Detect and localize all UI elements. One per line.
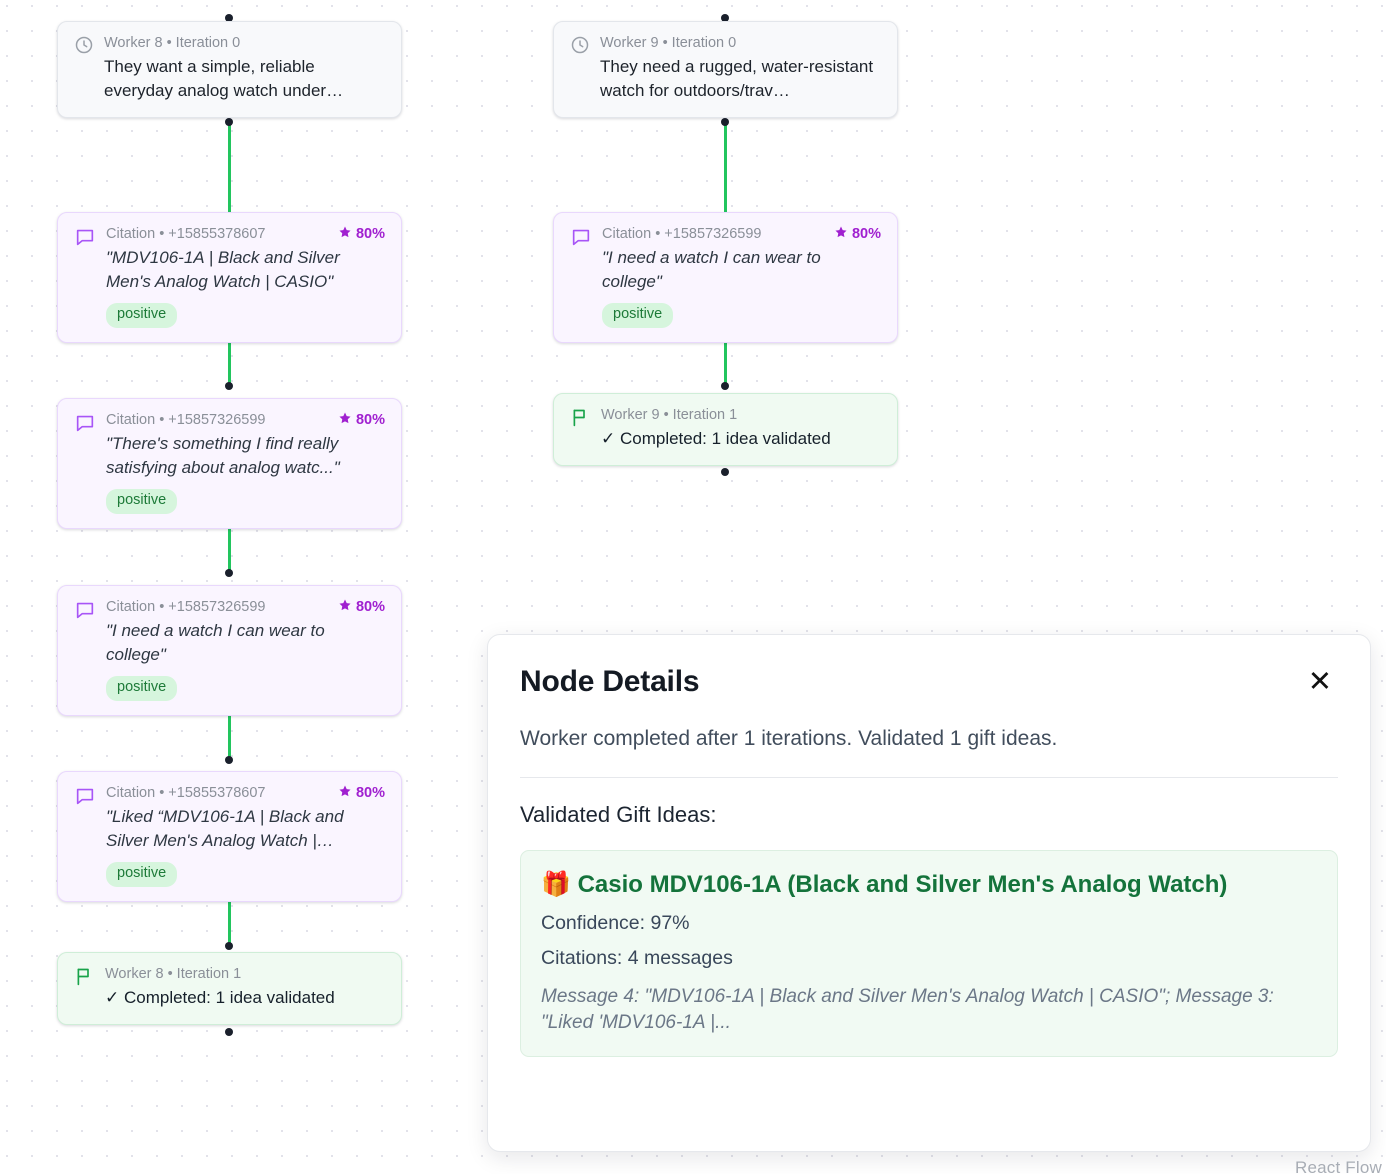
- message-icon: [570, 226, 592, 253]
- node-body: ✓ Completed: 1 idea validated: [105, 988, 335, 1008]
- confidence-badge: 80%: [338, 598, 385, 616]
- sentiment-badge: positive: [106, 862, 178, 887]
- node-meta: Citation • +15855378607: [106, 785, 266, 801]
- edge-w8c4-i1: [228, 894, 231, 946]
- node-worker-9-iteration-1[interactable]: Worker 9 • Iteration 1 ✓ Completed: 1 id…: [553, 393, 898, 467]
- message-icon: [74, 785, 96, 812]
- handle-dot: [225, 118, 233, 126]
- node-meta: Worker 9 • Iteration 0: [600, 35, 737, 51]
- confidence-badge: 80%: [338, 411, 385, 429]
- node-body: "MDV106-1A | Black and Silver Men's Anal…: [106, 248, 340, 292]
- handle-dot: [721, 468, 729, 476]
- panel-title: Node Details: [520, 665, 700, 698]
- panel-header: Node Details ✕: [520, 665, 1338, 699]
- panel-divider: [520, 777, 1338, 779]
- confidence-badge: 80%: [834, 225, 881, 243]
- validated-idea-card[interactable]: 🎁 Casio MDV106-1A (Black and Silver Men'…: [520, 850, 1338, 1058]
- node-body: "Liked “MDV106-1A | Black and Silver Men…: [106, 807, 344, 851]
- edge-w9i0-c1: [724, 122, 727, 220]
- message-icon: [74, 226, 96, 253]
- node-citation-2[interactable]: Citation • +15857326599 80% "There's som…: [57, 398, 402, 529]
- node-details-panel: Node Details ✕ Worker completed after 1 …: [487, 634, 1371, 1152]
- node-meta: Citation • +15857326599: [106, 412, 266, 428]
- node-body: They want a simple, reliable everyday an…: [104, 57, 344, 101]
- node-citation-5[interactable]: Citation • +15857326599 80% "I need a wa…: [553, 212, 898, 343]
- handle-dot: [225, 756, 233, 764]
- edge-w8c1-c2: [228, 334, 231, 386]
- node-body: ✓ Completed: 1 idea validated: [601, 429, 831, 449]
- confidence-value: 80%: [355, 412, 385, 428]
- gift-icon: 🎁: [541, 871, 571, 899]
- edge-w8i0-c1: [228, 122, 231, 220]
- star-icon: [338, 784, 352, 802]
- confidence-value: 80%: [355, 785, 385, 801]
- star-icon: [338, 598, 352, 616]
- handle-dot: [225, 382, 233, 390]
- node-worker-8-iteration-1[interactable]: Worker 8 • Iteration 1 ✓ Completed: 1 id…: [57, 952, 402, 1026]
- idea-title: 🎁 Casio MDV106-1A (Black and Silver Men'…: [541, 869, 1317, 901]
- confidence-value: 80%: [851, 226, 881, 242]
- sentiment-badge: positive: [106, 489, 178, 514]
- node-worker-8-iteration-0[interactable]: Worker 8 • Iteration 0 They want a simpl…: [57, 21, 402, 119]
- confidence-value: 80%: [355, 599, 385, 615]
- node-citation-1[interactable]: Citation • +15855378607 80% "MDV106-1A |…: [57, 212, 402, 343]
- idea-citations-count: Citations: 4 messages: [541, 947, 733, 970]
- node-citation-4[interactable]: Citation • +15855378607 80% "Liked “MDV1…: [57, 771, 402, 902]
- sentiment-badge: positive: [602, 303, 674, 328]
- handle-dot: [225, 14, 233, 22]
- confidence-badge: 80%: [338, 225, 385, 243]
- edge-w8c3-c4: [228, 708, 231, 760]
- message-icon: [74, 599, 96, 626]
- sentiment-badge: positive: [106, 676, 178, 701]
- node-body: "There's something I find really satisfy…: [106, 434, 340, 478]
- handle-dot: [225, 569, 233, 577]
- confidence-badge: 80%: [338, 784, 385, 802]
- node-body: "I need a watch I can wear to college": [602, 248, 821, 292]
- node-meta: Worker 9 • Iteration 1: [601, 407, 738, 423]
- close-icon[interactable]: ✕: [1302, 666, 1338, 699]
- validated-ideas-heading: Validated Gift Ideas:: [520, 802, 717, 828]
- edge-w9c1-i1: [724, 334, 727, 386]
- star-icon: [338, 225, 352, 243]
- node-citation-3[interactable]: Citation • +15857326599 80% "I need a wa…: [57, 585, 402, 716]
- node-body: "I need a watch I can wear to college": [106, 621, 325, 665]
- edge-w8c2-c3: [228, 521, 231, 573]
- star-icon: [834, 225, 848, 243]
- react-flow-attribution[interactable]: React Flow: [1294, 1158, 1382, 1174]
- idea-confidence: Confidence: 97%: [541, 912, 690, 935]
- handle-dot: [721, 14, 729, 22]
- clock-icon: [74, 35, 94, 60]
- message-icon: [74, 412, 96, 439]
- node-meta: Worker 8 • Iteration 1: [105, 966, 242, 982]
- flag-icon: [74, 966, 95, 992]
- handle-dot: [225, 1028, 233, 1036]
- node-body: They need a rugged, water-resistant watc…: [600, 57, 874, 101]
- confidence-value: 80%: [355, 226, 385, 242]
- clock-icon: [570, 35, 590, 60]
- handle-dot: [721, 382, 729, 390]
- handle-dot: [225, 942, 233, 950]
- node-meta: Citation • +15855378607: [106, 226, 266, 242]
- panel-summary: Worker completed after 1 iterations. Val…: [520, 727, 1058, 750]
- node-meta: Citation • +15857326599: [106, 599, 266, 615]
- sentiment-badge: positive: [106, 303, 178, 328]
- idea-citation-preview: Message 4: "MDV106-1A | Black and Silver…: [541, 985, 1274, 1033]
- node-meta: Citation • +15857326599: [602, 226, 762, 242]
- star-icon: [338, 411, 352, 429]
- idea-title-text: Casio MDV106-1A (Black and Silver Men's …: [577, 871, 1228, 899]
- handle-dot: [721, 118, 729, 126]
- flag-icon: [570, 407, 591, 433]
- node-meta: Worker 8 • Iteration 0: [104, 35, 241, 51]
- node-worker-9-iteration-0[interactable]: Worker 9 • Iteration 0 They need a rugge…: [553, 21, 898, 119]
